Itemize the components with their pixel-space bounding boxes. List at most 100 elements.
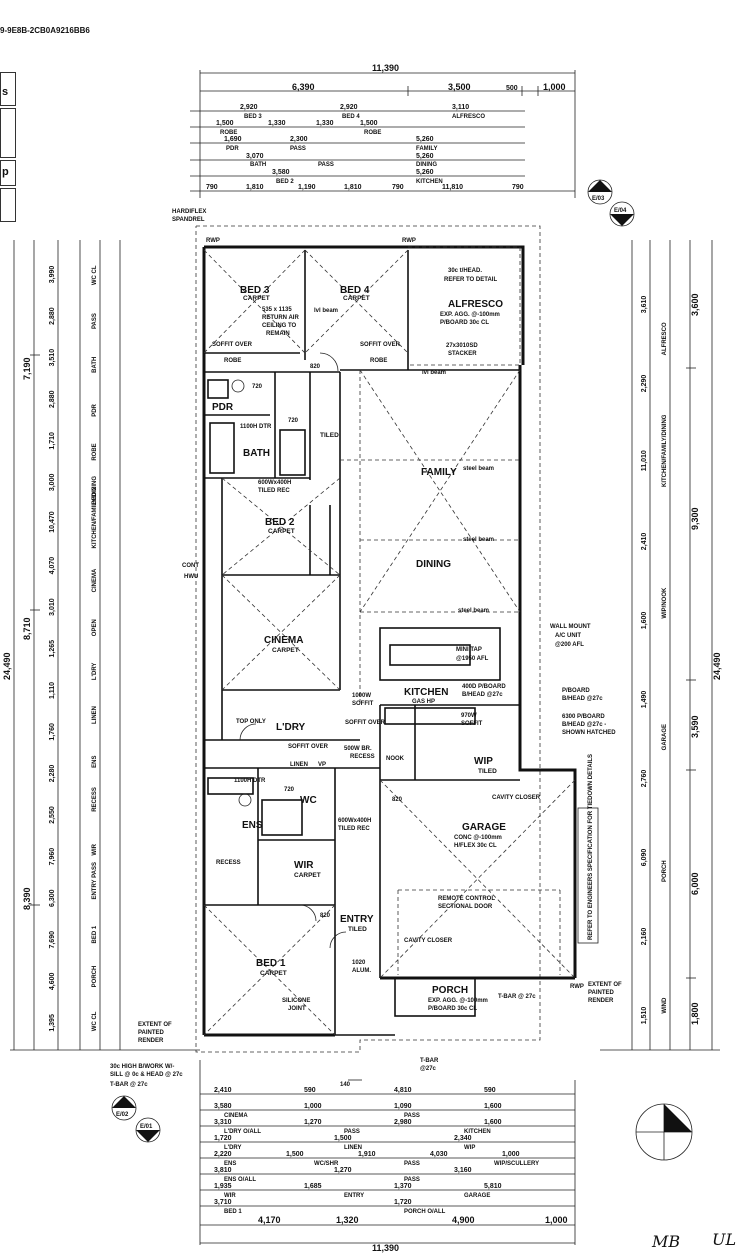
rwp-right: RWP [570,984,584,990]
left-dim-label-11: ENS [92,756,98,768]
cavity-closer-entry: CAVITY CLOSER [404,938,453,944]
ens-tiled-2: TILED REC [338,826,370,832]
elevation-marker-e03: E/03 [587,179,613,205]
left-dimensions: 24,490 7,190 8,710 8,390 [2,240,200,1051]
top-dimensions: 11,390 6,390 3,500 500 1,000 2,920 2,920… [190,63,576,198]
linen-note: LINEN [290,762,308,768]
rwp-top: RWP [402,238,416,244]
cavity-closer-garage: CAVITY CLOSER [492,795,541,801]
right-major-1: 3,600 [690,293,700,316]
elevation-label-e01: E/01 [140,1124,153,1130]
room-ens: ENS [242,820,263,831]
entry-tbar-1: T-BAR [420,1058,439,1064]
alum-2: ALUM. [352,968,371,974]
right-dim-value-4: 1,600 [641,612,648,630]
right-dimension-values: 3,6102,29011,0102,4101,6001,4902,7606,09… [641,296,648,1025]
bottom-row7-label-1: PASS [344,1129,360,1135]
left-dim-label-9: L'DRY [92,663,98,681]
top-r6-l2: KITCHEN [416,179,443,185]
garage-note-1: CONC @-100mm [454,835,502,841]
bottom-row4-label-0: ENS O/ALL [224,1177,256,1183]
left-major-2: 8,710 [22,617,32,640]
bottom-row7-value-3: 1,600 [484,1119,502,1126]
mark-720-b: 720 [288,418,299,424]
linen-vp: VP [318,762,326,768]
bottom-row3-label-1: ENTRY [344,1193,364,1199]
soffit-1000: 1000W [352,693,371,699]
room-ldry: L'DRY [276,722,306,733]
right-dim-label-4: PORCH [662,860,668,882]
left-dim-label-7: CINEMA [92,568,98,592]
family-beam: steel beam [463,466,494,472]
extent-r-1: EXTENT OF [588,982,622,988]
room-bed2: BED 2 [265,517,295,528]
right-dimension-labels: ALFRESCOKITCHEN/FAMILY/DININGWIP/NOOKGAR… [662,322,668,1014]
bottom-row2-value-1: 1,720 [394,1199,412,1206]
wip-finish: TILED [478,768,497,775]
left-dim-label-10: LINEN [92,706,98,724]
left-dim-value-7: 4,070 [49,557,56,575]
soffit-1000-b: SOFFIT [352,701,374,707]
room-porch: PORCH [432,985,468,996]
soffit-500-b: RECESS [350,754,375,760]
ens-tiled-1: 600Wx400H [338,818,371,824]
left-dim-label-6: KITCHEN/FAMILY/DINING [92,476,98,549]
top-r7-b: 1,810 [246,184,264,191]
interior-walls [203,249,576,1036]
right-dim-value-7: 6,090 [641,849,648,867]
room-cinema: CINEMA [264,635,303,646]
bottom-row5-label-2: PASS [404,1161,420,1167]
room-dining: DINING [416,559,451,570]
bottom-row7-value-0: 3,310 [214,1119,232,1126]
top-r2-l1: BED 3 [244,114,262,120]
top-r3-d: 1,500 [360,120,378,127]
bottom-mark-140: 140 [340,1082,351,1088]
top-r6-b: 5,260 [416,169,434,176]
side-tab-3 [0,160,16,186]
room-family: FAMILY [421,467,457,478]
bottom-row7-label-2: KITCHEN [464,1129,491,1135]
top-overall-dim: 11,390 [372,63,399,73]
elevation-marker-e04: E/04 [609,201,635,227]
right-dim-value-6: 2,760 [641,770,648,788]
return-air-2: RETURN AIR [262,315,299,321]
right-dim-label-1: KITCHEN/FAMILY/DINING [662,414,668,487]
right-major-5: 1,800 [690,1002,700,1025]
bottom-major-4: 1,000 [545,1215,568,1225]
left-dim-value-4: 1,710 [49,432,56,450]
bottom-row6-label-2: WIP [464,1145,475,1151]
left-dim-value-15: 6,300 [49,889,56,907]
bottom-major-3: 4,900 [452,1215,475,1225]
bottom-row7-value-2: 2,980 [394,1119,412,1126]
top-dim-2: 3,500 [448,82,471,92]
left-dimension-values: 3,9902,8803,5102,8801,7103,00010,4704,07… [49,266,56,1032]
side-tab-label-1: s [2,86,9,98]
kitchen-pb-1: 400D P/BOARD [462,684,506,690]
top-r5-l3: DINING [416,162,437,168]
right-major-3: 3,590 [690,715,700,738]
top-r3-l2: ROBE [364,130,381,136]
bottom-row6-value-0: 1,720 [214,1135,232,1142]
side-tab-1 [0,72,16,106]
right-dim-value-5: 1,490 [641,691,648,709]
left-dim-value-6: 10,470 [49,511,56,533]
bottom-row4-value-0: 3,810 [214,1167,232,1174]
kitchen-pb-2: B/HEAD @27c [462,692,503,698]
right-dim-label-3: GARAGE [662,724,668,750]
bottom-row4-label-1: PASS [404,1177,420,1183]
hatched-2: B/HEAD @27c - [562,722,606,728]
left-dim-value-16: 7,690 [49,931,56,949]
top-r3-a: 1,500 [216,120,234,127]
mark-720-c: 720 [284,787,295,793]
right-dim-value-2: 11,010 [641,450,648,471]
room-garage: GARAGE [462,822,506,833]
room-bed4-finish: CARPET [343,295,370,302]
building-outline [195,225,577,1053]
top-r5-a: 3,070 [246,153,264,160]
side-tab-2 [0,108,16,158]
alum-1: 1020 [352,960,366,966]
right-dim-value-0: 3,610 [641,296,648,314]
nook-note: NOOK [386,756,405,762]
left-dim-value-13: 2,550 [49,806,56,824]
